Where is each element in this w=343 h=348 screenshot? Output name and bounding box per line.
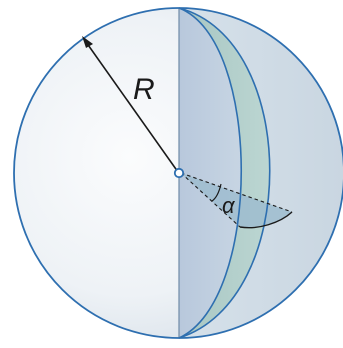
angle-marker-arc — [211, 183, 222, 202]
radius-label: R — [133, 73, 155, 106]
angle-label: α — [222, 193, 236, 218]
meridian-inner — [178, 7, 242, 339]
radius-arrowhead — [82, 36, 93, 48]
angle-surface-arc — [239, 211, 293, 229]
dashed-line-to-cap — [180, 172, 293, 213]
half-face-region — [179, 8, 242, 338]
wedge-region — [179, 8, 270, 338]
center-point — [173, 167, 185, 179]
angle-sector — [181, 173, 292, 228]
radius-line — [85, 41, 179, 173]
sphere-outline — [13, 7, 343, 339]
outer-cap-region — [179, 8, 343, 338]
meridian-outer — [178, 7, 271, 339]
dashed-line-to-wedge — [180, 172, 241, 228]
